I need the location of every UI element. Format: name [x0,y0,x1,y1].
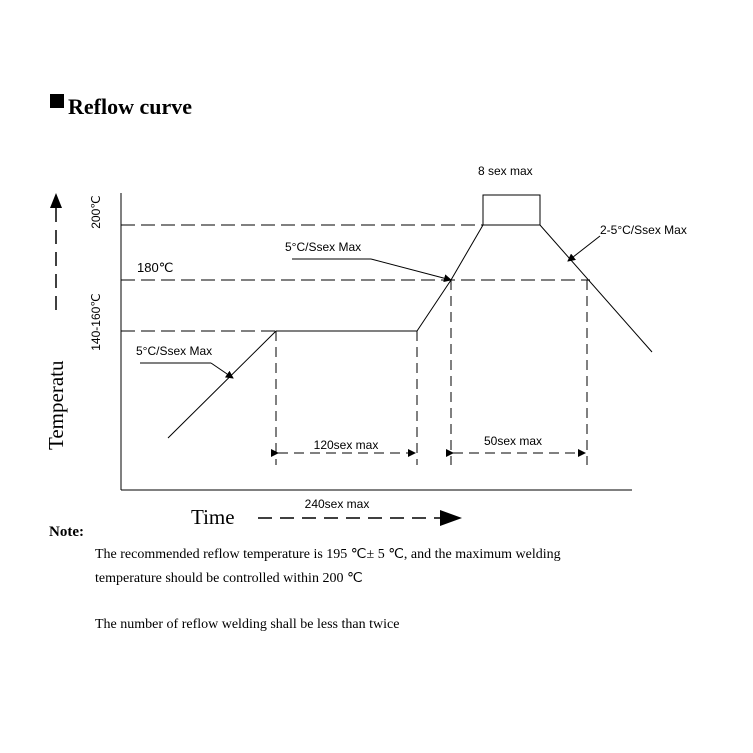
ramp-up-2-label: 5°C/Ssex Max [285,240,361,254]
reflow-profile-curve [167,224,653,439]
y-tick-180: 180℃ [137,260,173,275]
ramp-up-2-arrow [370,258,452,283]
ramp-up-1-arrow [210,362,234,379]
note-title: Note: [49,524,84,540]
cooling-rate-label: 2-5°C/Ssex Max [600,223,687,237]
note-line-1: The recommended reflow temperature is 19… [95,547,561,562]
y-axis-title: Temperatu [44,360,68,450]
preheat-time-label: 120sex max [314,438,379,452]
x-axis-title: Time [191,505,235,529]
above-180-time-label: 50sex max [484,434,542,448]
note-line-2: temperature should be controlled within … [95,571,363,586]
heading-text: Reflow curve [68,94,193,119]
note-line-3: The number of reflow welding shall be le… [95,617,400,632]
total-time-label-bg [294,497,380,511]
total-time-label: 240sex max [305,497,370,511]
above-180-time-label-bg [476,434,552,446]
y-axis-arrowhead [50,193,62,208]
y-tick-140-160: 140-160℃ [89,293,103,351]
peak-hold-label: 8 sex max [478,164,533,178]
preheat-time-label-bg [303,438,389,450]
y-tick-200: 200℃ [89,195,103,229]
page-heading: Reflow curve [50,94,192,120]
cooling-rate-arrow [567,235,601,262]
ramp-up-1-label: 5°C/Ssex Max [136,344,212,358]
square-bullet-icon [50,94,64,108]
x-axis-arrowhead [440,510,462,526]
peak-hold-bracket [482,194,541,225]
